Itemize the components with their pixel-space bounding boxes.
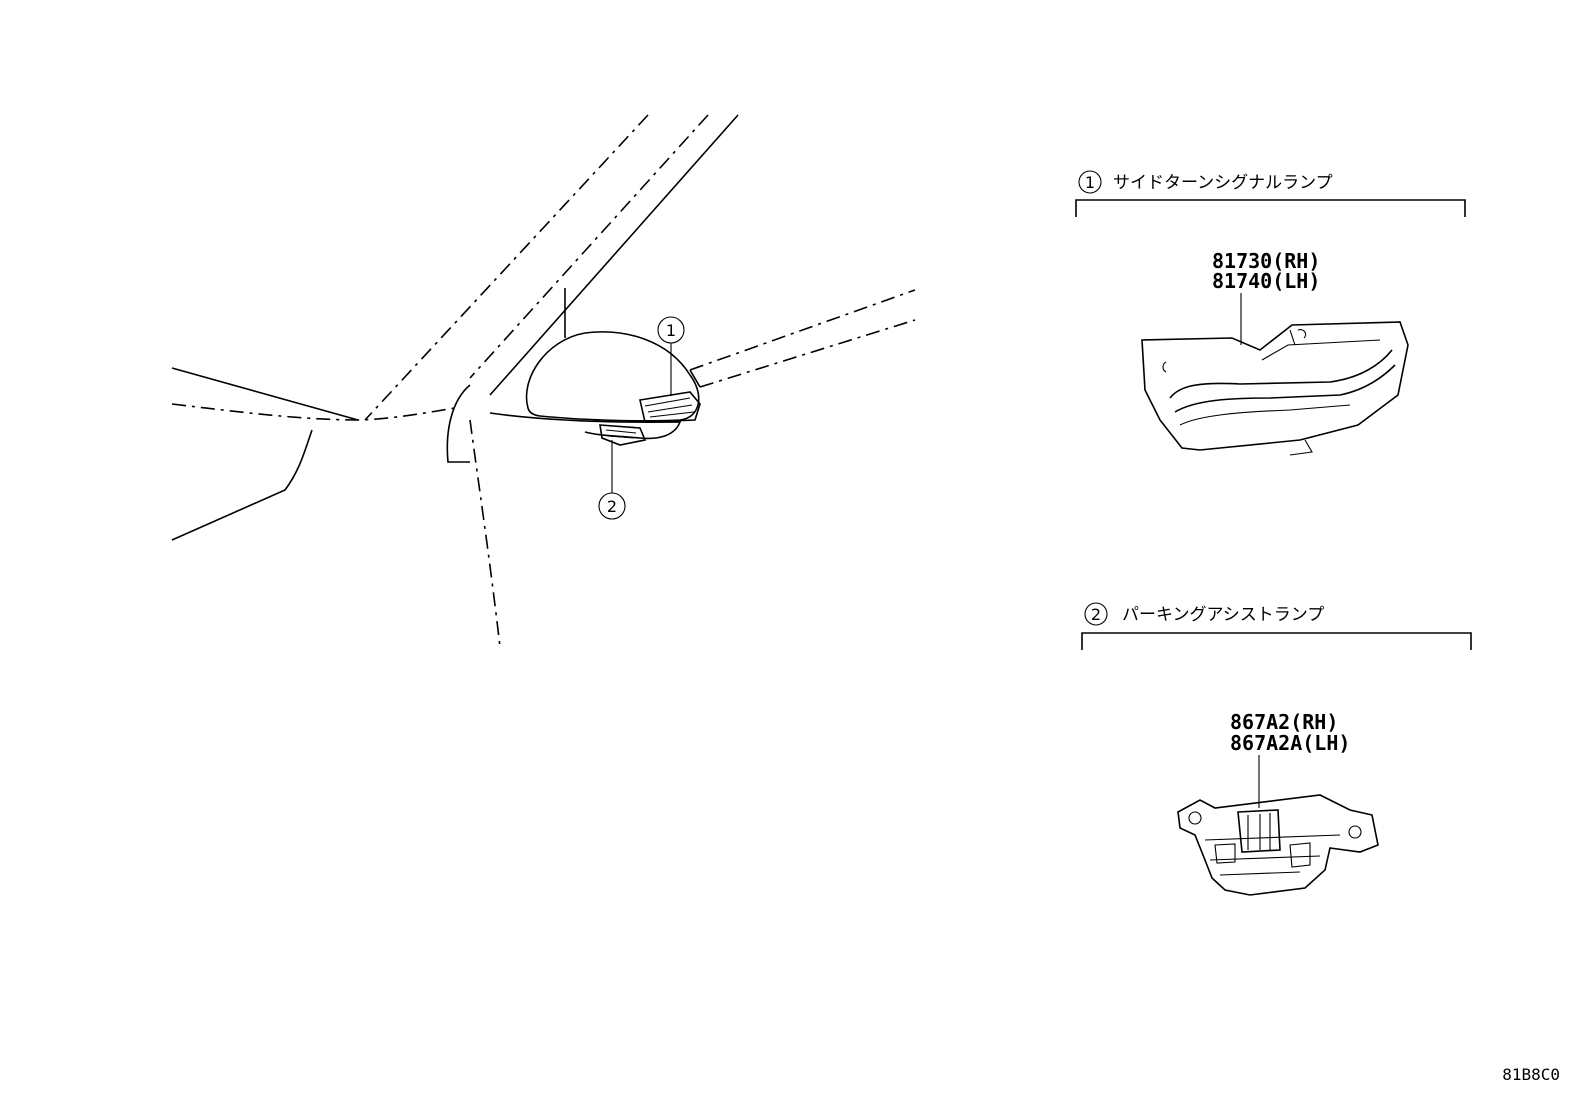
detail-1-bracket	[1075, 199, 1466, 217]
a-pillar-line-inner	[489, 114, 739, 396]
detail-2-title: パーキングアシストランプ	[1122, 605, 1324, 625]
figure-code: 81B8C0	[1502, 1065, 1560, 1084]
mirror-parking-assist-lamp	[599, 424, 647, 446]
parking-assist-lamp-illustration	[1177, 794, 1379, 896]
overview-callout-2-number: 2	[607, 497, 617, 516]
window-line-solid	[689, 369, 701, 388]
detail-2-part-number-rh: 867A2(RH)	[1230, 710, 1338, 734]
detail-side-turn-signal-lamp: 1 サイドターンシグナルランプ 81730(RH) 81740(LH)	[1075, 170, 1466, 456]
mirror-turn-signal-lamp	[639, 391, 701, 423]
door-front-edge	[469, 419, 501, 648]
fender-line	[171, 429, 313, 541]
detail-2-callout-circle	[1084, 602, 1108, 626]
detail-1-title: サイドターンシグナルランプ	[1113, 173, 1333, 193]
detail-1-part-number-rh: 81730(RH)	[1212, 249, 1320, 273]
detail-1-part-number-lh: 81740(LH)	[1212, 269, 1320, 293]
detail-2-callout-number: 2	[1091, 605, 1101, 624]
mirror-housing	[525, 331, 700, 422]
detail-2-part-number-lh: 867A2A(LH)	[1230, 731, 1350, 755]
detail-1-callout-circle	[1078, 170, 1102, 194]
window-line-lower	[699, 319, 916, 388]
a-pillar-line-mid	[469, 114, 709, 379]
door-belt-line	[171, 367, 359, 421]
window-line-upper	[689, 289, 916, 371]
detail-2-bracket	[1081, 632, 1472, 650]
detail-parking-assist-lamp: 2 パーキングアシストランプ 867A2(RH) 867A2A(LH)	[1081, 602, 1472, 896]
mirror-sail	[446, 384, 471, 463]
a-pillar-line-outer	[364, 114, 649, 421]
detail-1-callout-number: 1	[1085, 173, 1095, 192]
door-belt-dash	[171, 403, 456, 421]
overview-callout-1-circle	[657, 316, 685, 344]
turn-signal-lamp-illustration	[1141, 321, 1409, 456]
vehicle-overview: 1 2	[171, 114, 916, 648]
overview-callout-2-circle	[598, 492, 626, 520]
overview-callout-1-number: 1	[666, 321, 676, 340]
